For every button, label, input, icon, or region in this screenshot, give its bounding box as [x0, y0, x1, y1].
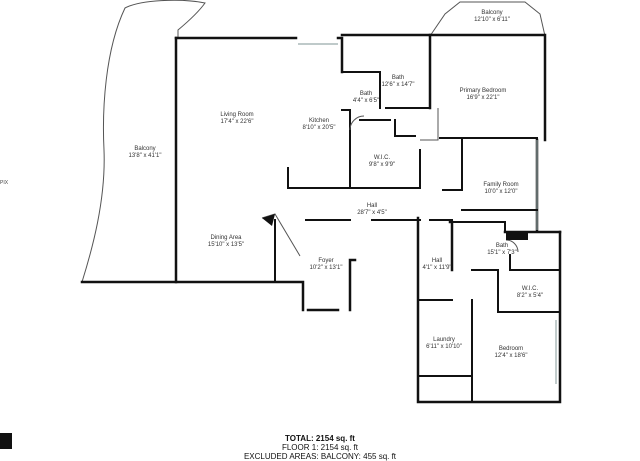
room-dims: 12'4" x 18'6" [495, 353, 528, 359]
room-name: Bath [392, 75, 404, 81]
structural-column [506, 232, 528, 240]
logo-mark [0, 433, 12, 449]
excluded-area: EXCLUDED AREAS: BALCONY: 455 sq. ft [243, 452, 397, 461]
room-name: W.I.C. [374, 155, 391, 161]
room-name: Laundry [433, 337, 455, 343]
room-dims: 10'0" x 12'0" [485, 189, 518, 195]
room-name: Dining Area [210, 235, 242, 241]
room-dims: 6'11" x 10'10" [426, 344, 462, 350]
room-dims: 15'10" x 13'5" [208, 242, 244, 248]
balcony-top-outline [429, 1, 546, 37]
door-swings [261, 108, 519, 257]
total-area: TOTAL: 2154 sq. ft [285, 434, 355, 443]
room-dims: 13'8" x 41'1" [129, 153, 162, 159]
windows [298, 43, 557, 384]
room-name: Living Room [220, 112, 253, 118]
room-name: Bath [360, 91, 372, 97]
room-dims: 8'10" x 20'5" [303, 125, 336, 131]
room-name: Bedroom [499, 346, 523, 352]
room-name: Primary Bedroom [460, 88, 507, 94]
room-name: Hall [432, 258, 442, 264]
room-dims: 4'1" x 11'9" [422, 265, 451, 271]
room-name: Foyer [318, 258, 333, 264]
room-name: Balcony [134, 146, 155, 152]
room-dims: 15'1" x 7'3" [487, 250, 517, 256]
room-dims: 4'4" x 6'5" [353, 98, 379, 104]
room-dims: 9'8" x 9'9" [369, 162, 395, 168]
area-summary: TOTAL: 2154 sq. ft FLOOR 1: 2154 sq. ft … [0, 434, 640, 461]
room-dims: 12'6" x 14'7" [382, 82, 415, 88]
room-dims: 28'7" x 4'5" [357, 210, 387, 216]
room-name: W.I.C. [522, 286, 539, 292]
balcony-left-outline [81, 0, 206, 283]
room-labels: Balcony 12'10" x 6'11" Balcony 13'8" x 4… [129, 10, 544, 359]
room-name: Balcony [481, 10, 502, 16]
room-name: Family Room [483, 182, 518, 188]
room-dims: 10'2" x 13'1" [310, 265, 343, 271]
room-dims: 8'2" x 5'4" [517, 293, 543, 299]
floor-area: FLOOR 1: 2154 sq. ft [281, 443, 359, 452]
interior-walls [274, 71, 561, 403]
exterior-walls [80, 33, 562, 404]
logo-text: PIX [0, 180, 9, 186]
floor-plan: Balcony 12'10" x 6'11" Balcony 13'8" x 4… [80, 0, 562, 404]
room-dims: 17'4" x 22'6" [221, 119, 254, 125]
room-dims: 16'9" x 22'1" [467, 95, 500, 101]
room-name: Bath [496, 243, 508, 249]
room-name: Kitchen [309, 118, 329, 124]
room-name: Hall [367, 203, 377, 209]
room-dims: 12'10" x 6'11" [474, 17, 510, 23]
entry-wedge [262, 214, 275, 226]
